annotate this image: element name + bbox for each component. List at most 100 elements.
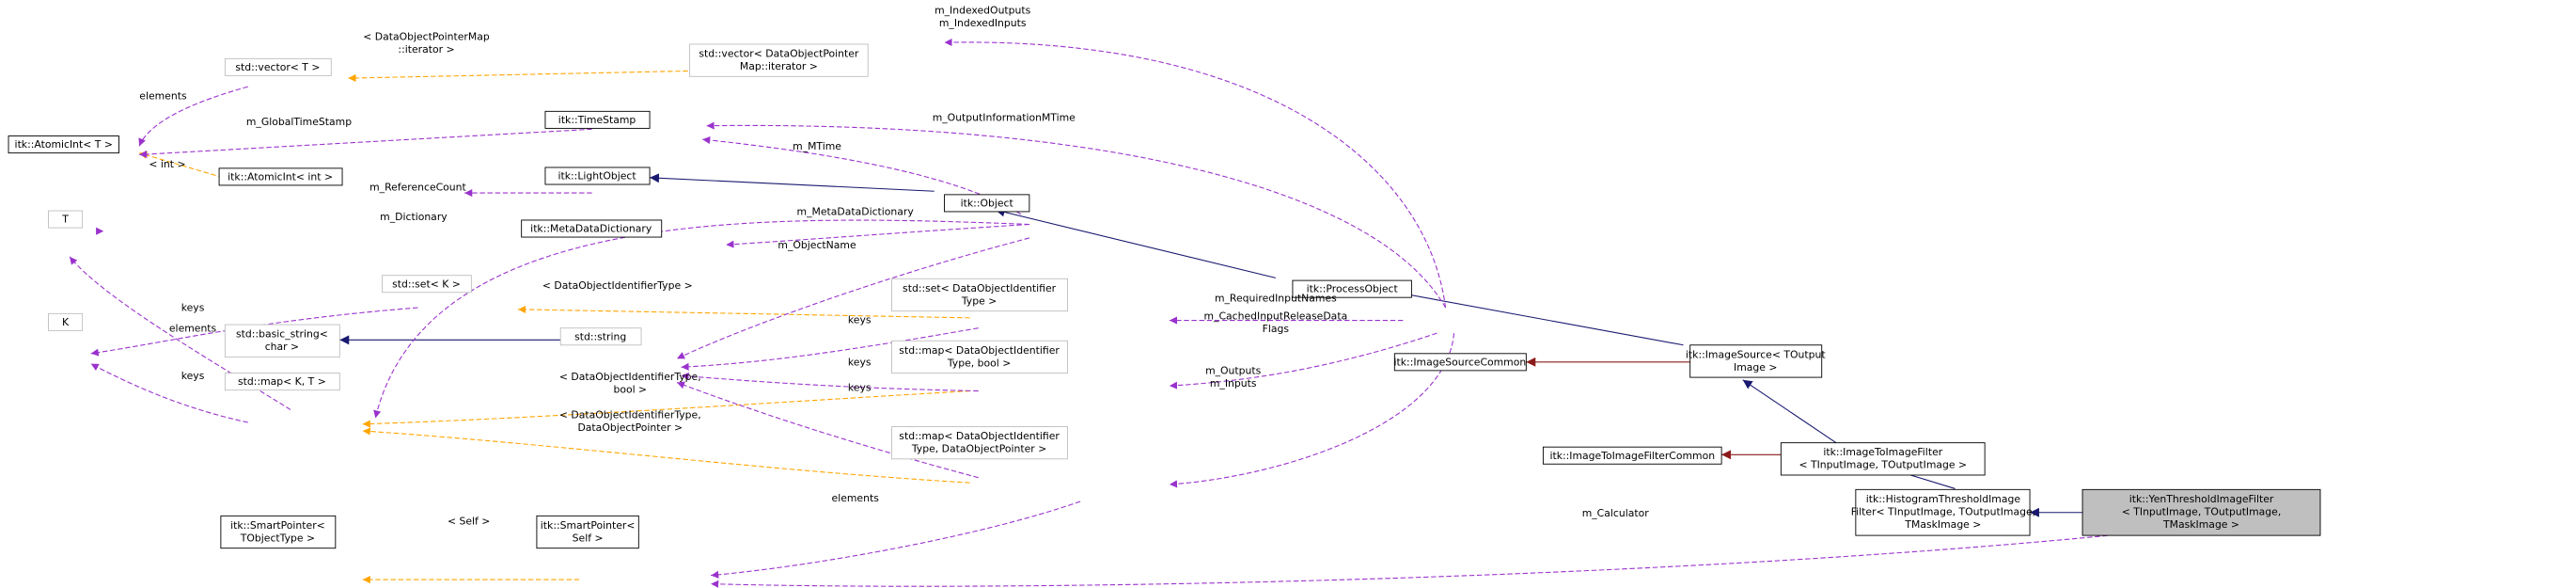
label-int-template: < int >: [149, 158, 185, 170]
edge-mapkt-to-t: [69, 256, 291, 410]
edge-mapptr-to-stdstring: [676, 381, 979, 479]
node-image-to-image-filter[interactable]: itk::ImageToImageFilter < TInputImage, T…: [1780, 442, 1986, 476]
svg-text:itk::SmartPointer<: itk::SmartPointer<: [230, 519, 325, 532]
svg-text:itk::AtomicInt< int >: itk::AtomicInt< int >: [228, 171, 333, 183]
label-dataobjectpointermap-iterator: ::iterator >: [398, 43, 454, 56]
node-atomic-int-int[interactable]: itk::AtomicInt< int >: [218, 167, 343, 186]
edge-object-to-lightobject: [650, 173, 935, 192]
svg-text:itk::ImageSource< TOutput: itk::ImageSource< TOutput: [1686, 348, 1826, 360]
node-vector-iterator[interactable]: std::vector< DataObjectPointer Map::iter…: [689, 43, 869, 77]
svg-text:Image >: Image >: [1734, 361, 1777, 373]
svg-text:TMaskImage >: TMaskImage >: [1904, 518, 1981, 531]
svg-text:Type, DataObjectPointer >: Type, DataObjectPointer >: [911, 443, 1046, 455]
node-yen-threshold-image-filter[interactable]: itk::YenThresholdImageFilter < TInputIma…: [2081, 488, 2321, 536]
label-keys-map-bool: keys: [848, 356, 872, 368]
edge-processobject-to-vectoriter: [944, 38, 1447, 309]
svg-text:Type, bool >: Type, bool >: [947, 357, 1011, 369]
node-process-object[interactable]: itk::ProcessObject: [1292, 279, 1412, 298]
svg-text:TObjectType >: TObjectType >: [240, 532, 315, 544]
label-dataobjectidentifiertype-ptr: < DataObjectIdentifierType,: [559, 408, 701, 421]
svg-text:Filter< TInputImage, TOutputIm: Filter< TInputImage, TOutputImage,: [1851, 505, 2035, 517]
label-elements-t: elements: [169, 322, 217, 334]
node-smart-pointer-tobjecttype[interactable]: itk::SmartPointer< TObjectType >: [220, 515, 337, 549]
edge-timestamp-to-atomic: [139, 128, 592, 159]
label-global-timestamp: m_GlobalTimeStamp: [246, 116, 352, 128]
node-histogram-threshold-image-filter[interactable]: itk::HistogramThresholdImage Filter< TIn…: [1851, 488, 2035, 536]
label-cached-input-release-data: m_CachedInputReleaseData: [1203, 310, 1347, 323]
svg-text:itk::Object: itk::Object: [961, 198, 1013, 210]
node-map-data-object-identifier-pointer[interactable]: std::map< DataObjectIdentifier Type, Dat…: [891, 426, 1068, 460]
svg-text:std::set< K >: std::set< K >: [392, 278, 461, 290]
node-time-stamp[interactable]: itk::TimeStamp: [544, 110, 651, 129]
svg-text:std::map< DataObjectIdentifier: std::map< DataObjectIdentifier: [899, 430, 1060, 442]
node-set-k[interactable]: std::set< K >: [382, 275, 472, 294]
svg-text:std::map< DataObjectIdentifier: std::map< DataObjectIdentifier: [899, 344, 1060, 357]
edge-mapkt-to-k: [90, 363, 248, 423]
svg-text:itk::YenThresholdImageFilter: itk::YenThresholdImageFilter: [2129, 493, 2274, 505]
svg-text:Map::iterator >: Map::iterator >: [740, 60, 818, 72]
svg-text:K: K: [62, 316, 70, 328]
node-image-source-common[interactable]: itk::ImageSourceCommon: [1394, 353, 1527, 372]
svg-text:itk::MetaDataDictionary: itk::MetaDataDictionary: [530, 223, 652, 235]
svg-text:< TInputImage, TOutputImage >: < TInputImage, TOutputImage >: [1798, 459, 1967, 471]
edge-setdoit-to-setk: [518, 305, 970, 319]
svg-text:itk::SmartPointer<: itk::SmartPointer<: [541, 519, 636, 532]
edge-processobject-to-timestamp: [706, 121, 1446, 309]
label-output-information-mtime: m_OutputInformationMTime: [933, 111, 1076, 123]
node-basic-string[interactable]: std::basic_string< char >: [224, 324, 340, 358]
node-meta-data-dictionary[interactable]: itk::MetaDataDictionary: [521, 219, 663, 238]
svg-text:itk::ProcessObject: itk::ProcessObject: [1307, 283, 1398, 295]
svg-text:itk::TimeStamp: itk::TimeStamp: [558, 114, 636, 126]
edge-object-to-metadata: [726, 223, 1029, 248]
node-image-source[interactable]: itk::ImageSource< TOutput Image >: [1686, 344, 1826, 378]
svg-text:itk::ImageToImageFilterCommon: itk::ImageToImageFilterCommon: [1549, 450, 1715, 462]
svg-text:T: T: [61, 214, 69, 226]
label-keys-set-k: keys: [181, 302, 205, 314]
edge-setk-to-k: [90, 307, 418, 357]
svg-text:std::vector< T >: std::vector< T >: [235, 61, 320, 73]
svg-text:itk::AtomicInt< T >: itk::AtomicInt< T >: [15, 138, 113, 151]
edge-imagesource-to-processobject: [1377, 286, 1684, 346]
label-outputs: m_Outputs: [1205, 364, 1262, 376]
node-object[interactable]: itk::Object: [944, 194, 1030, 213]
node-k[interactable]: K: [48, 312, 84, 331]
node-map-k-t[interactable]: std::map< K, T >: [224, 373, 340, 391]
label-reference-count: m_ReferenceCount: [369, 181, 466, 193]
edge-metadata-to-mapkt: [373, 219, 1029, 419]
edge-processobject-to-mapbool: [1169, 332, 1437, 389]
node-vector-t[interactable]: std::vector< T >: [224, 57, 332, 76]
svg-text:Type >: Type >: [961, 294, 997, 307]
svg-text:TMaskImage >: TMaskImage >: [2162, 518, 2239, 531]
label-cached-input-release-flags: Flags: [1263, 323, 1290, 335]
node-image-to-image-filter-common[interactable]: itk::ImageToImageFilterCommon: [1542, 446, 1722, 465]
svg-text:itk::HistogramThresholdImage: itk::HistogramThresholdImage: [1866, 493, 2021, 505]
label-calculator: m_Calculator: [1582, 507, 1649, 519]
label-self-template: < Self >: [448, 515, 490, 527]
label-keys-map-k: keys: [181, 370, 205, 382]
label-required-input-names: m_RequiredInputNames: [1215, 293, 1337, 305]
label-object-name: m_ObjectName: [778, 239, 856, 251]
node-light-object[interactable]: itk::LightObject: [544, 167, 651, 185]
node-set-data-object-identifier[interactable]: std::set< DataObjectIdentifier Type >: [891, 278, 1068, 312]
label-dataobjectpointer-template: DataObjectPointer >: [577, 421, 683, 434]
node-std-string[interactable]: std::string: [559, 327, 642, 346]
label-mtime: m_MTime: [793, 140, 841, 152]
label-dataobjectidentifiertype: < DataObjectIdentifierType >: [542, 279, 693, 292]
node-smart-pointer-self[interactable]: itk::SmartPointer< Self >: [536, 515, 639, 549]
edge-mapptr-to-smartself: [711, 501, 1081, 579]
edge-mapptr-to-mapkt: [362, 427, 970, 484]
node-t[interactable]: T: [48, 210, 84, 229]
edge-object-to-stdstring: [676, 237, 1030, 359]
edge-processobject-to-object: [995, 207, 1276, 278]
node-atomic-int-t[interactable]: itk::AtomicInt< T >: [8, 135, 119, 154]
label-indexed-inputs: m_IndexedInputs: [939, 17, 1027, 29]
svg-text:std::vector< DataObjectPointer: std::vector< DataObjectPointer: [699, 48, 859, 60]
edge-setdoit-to-stdstring: [681, 327, 979, 371]
label-keys-map-ptr: keys: [848, 382, 872, 394]
svg-text:std::string: std::string: [574, 330, 626, 342]
svg-text:std::map< K, T >: std::map< K, T >: [238, 375, 326, 388]
node-map-data-object-identifier-bool[interactable]: std::map< DataObjectIdentifier Type, boo…: [891, 340, 1068, 374]
edge-vectort-to-atomic: [138, 86, 248, 147]
label-inputs: m_Inputs: [1210, 377, 1257, 389]
